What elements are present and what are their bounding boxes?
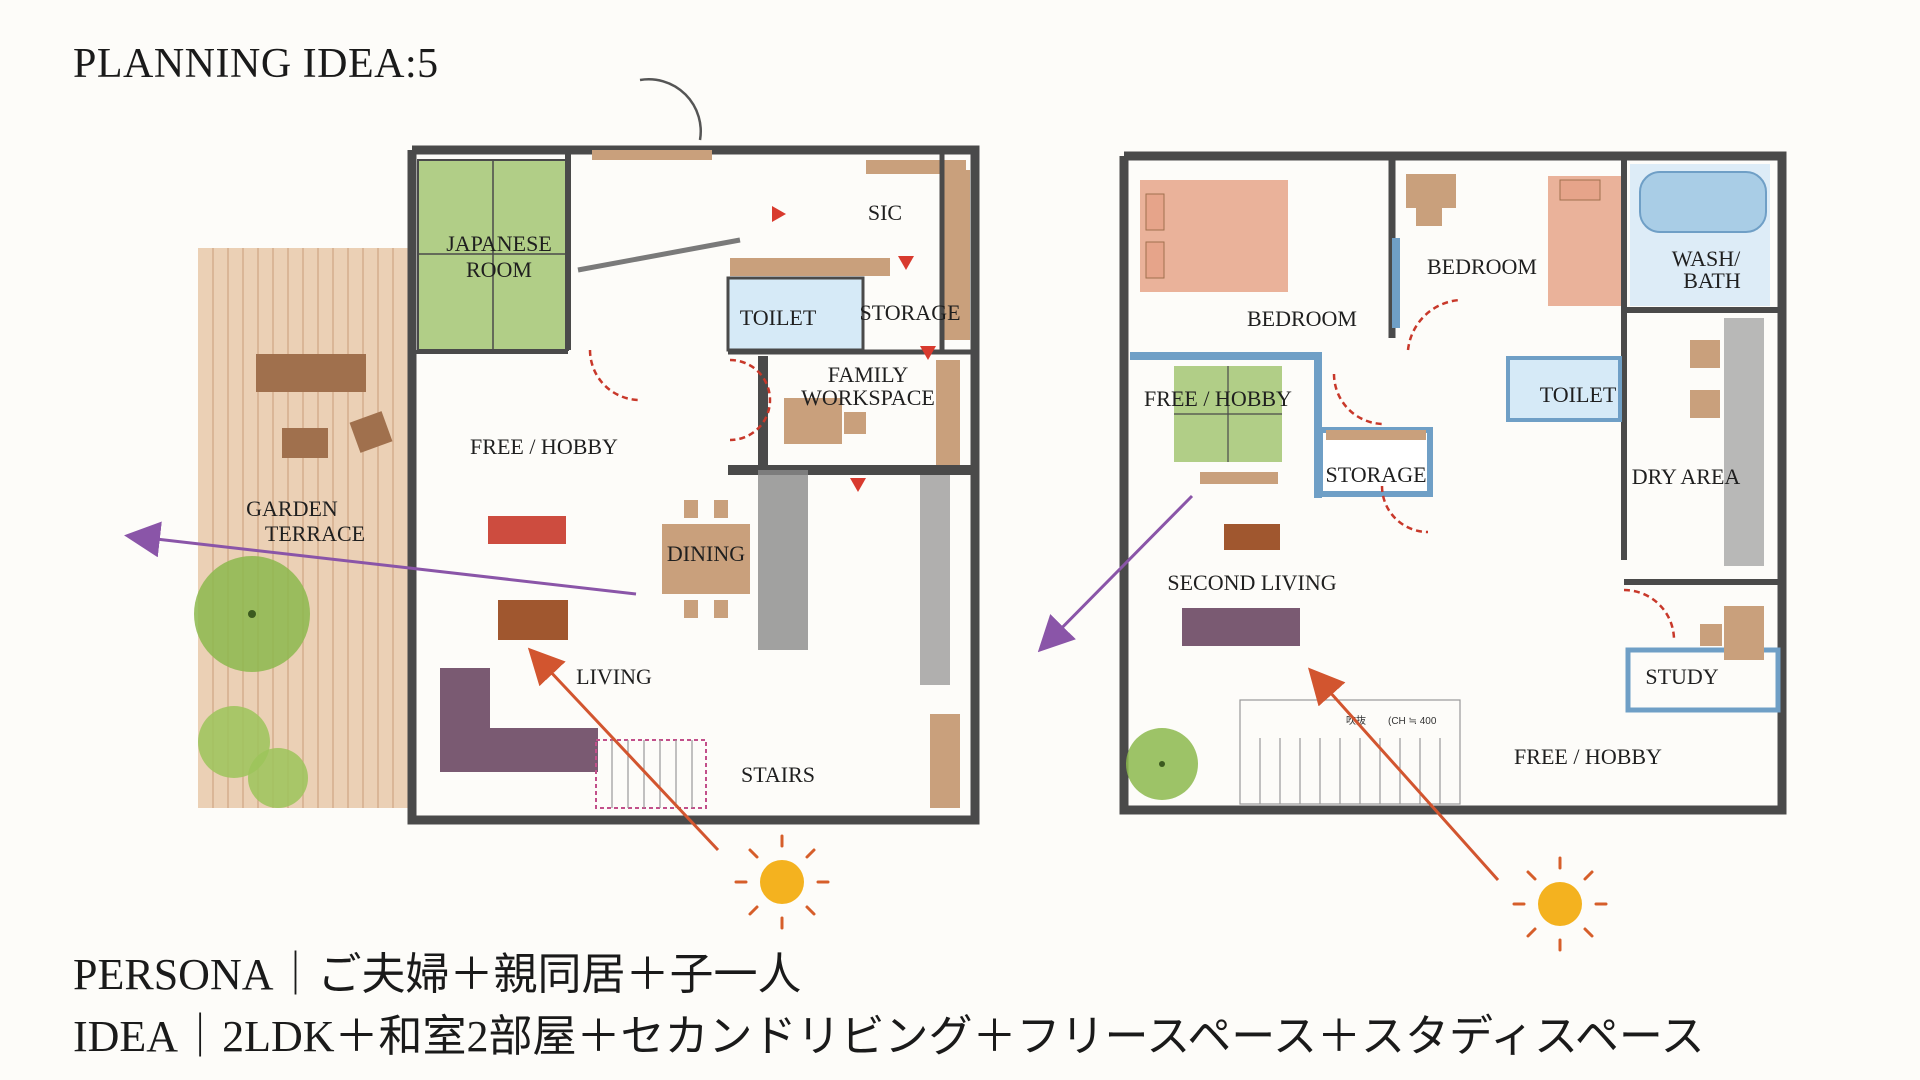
dining-table [662, 524, 750, 594]
label-wash-bath-1: WASH/ [1672, 246, 1741, 271]
label-dining: DINING [667, 541, 745, 566]
label-stairs: STAIRS [741, 762, 815, 787]
label-family-workspace-2: WORKSPACE [801, 385, 935, 410]
bed-left [1140, 180, 1288, 292]
door-swings [588, 78, 772, 442]
floor-1-outer-walls [407, 145, 980, 825]
sun-icon [1512, 856, 1608, 952]
living-table [498, 600, 568, 640]
terrace-chair [349, 411, 393, 453]
floor-1-plan: JAPANESE ROOM SIC TOILET STORAGE FAMILY … [124, 78, 980, 930]
page-title: PLANNING IDEA:5 [73, 41, 439, 87]
sunlight-arrow [527, 647, 720, 852]
label-bedroom-left: BEDROOM [1247, 306, 1357, 331]
persona-line: PERSONA｜ご夫婦＋親同居＋子一人 [73, 950, 802, 999]
view-arrow [124, 521, 637, 596]
bathtub-icon [1639, 171, 1767, 233]
floor-1-stairs [595, 739, 707, 809]
living-sofa [440, 668, 598, 772]
floor-2-plan: 吹抜 (CH ≒ 400 [1037, 151, 1787, 952]
label-japanese-room-1: JAPANESE [446, 231, 552, 256]
stair-ch-note: (CH ≒ 400 [1388, 716, 1437, 727]
label-toilet-1f: TOILET [740, 305, 817, 330]
kitchen-island [758, 470, 808, 650]
label-study: STUDY [1645, 664, 1718, 689]
door-swings-2f [1332, 298, 1676, 641]
sunlight-arrow-2f [1308, 667, 1500, 881]
second-living-sofa [1182, 608, 1300, 646]
label-free-hobby-2f-top: FREE / HOBBY [1144, 386, 1292, 411]
label-storage-1f: STORAGE [859, 300, 960, 325]
circulation-arrows [772, 206, 936, 492]
label-storage-2f: STORAGE [1325, 462, 1426, 487]
label-bedroom-right: BEDROOM [1427, 254, 1537, 279]
label-sic: SIC [868, 200, 902, 225]
label-second-living: SECOND LIVING [1167, 570, 1336, 595]
floor-2-outer-walls [1119, 151, 1787, 815]
label-free-hobby-1f: FREE / HOBBY [470, 434, 618, 459]
terrace-table [282, 428, 328, 458]
label-free-hobby-2f-bottom: FREE / HOBBY [1514, 744, 1662, 769]
idea-line: IDEA｜2LDK＋和室2部屋＋セカンドリビング＋フリースペース＋スタディスペー… [73, 1012, 1705, 1061]
label-japanese-room-2: ROOM [466, 257, 532, 282]
label-garden-terrace-2: TERRACE [265, 521, 365, 546]
label-garden-terrace-1: GARDEN [246, 496, 338, 521]
tree-icon [198, 706, 308, 808]
tree-icon [194, 556, 310, 672]
label-living: LIVING [576, 664, 652, 689]
label-family-workspace-1: FAMILY [828, 362, 909, 387]
floor-2-stairs [1239, 699, 1461, 805]
floor-2-toilet [1506, 356, 1622, 422]
terrace-bench [256, 354, 366, 392]
label-dry-area: DRY AREA [1632, 464, 1741, 489]
sun-icon [734, 834, 830, 930]
tree-icon [1126, 728, 1198, 800]
label-wash-bath-2: BATH [1683, 268, 1741, 293]
label-toilet-2f: TOILET [1540, 382, 1617, 407]
view-arrow-2f [1037, 494, 1194, 653]
